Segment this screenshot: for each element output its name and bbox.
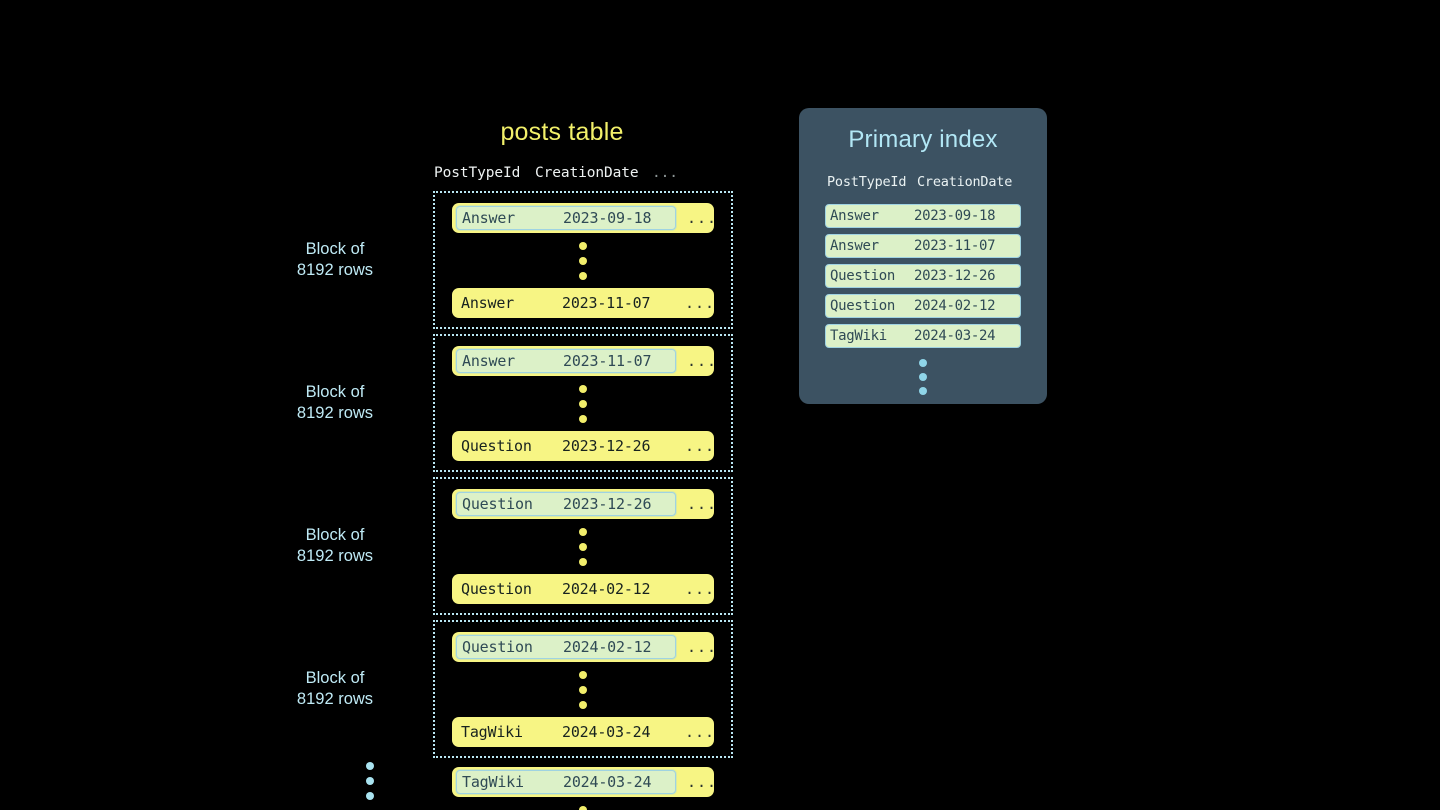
index-entry: Answer 2023-11-07: [825, 234, 1021, 258]
cell-creationdate: 2024-02-12: [562, 580, 651, 598]
cell-creationdate: 2024-03-24: [562, 723, 651, 741]
cell-ellipsis: ...: [685, 294, 716, 312]
row-mark-box: TagWiki 2024-03-24: [456, 770, 676, 794]
cell-posttypeid: Answer: [462, 209, 515, 227]
cell-creationdate: 2023-11-07: [562, 294, 651, 312]
cell-creationdate: 2023-09-18: [914, 208, 996, 224]
block-label: Block of 8192 rows: [296, 240, 374, 279]
cell-creationdate: 2023-09-18: [563, 209, 652, 227]
block-label: Block of 8192 rows: [296, 526, 374, 565]
cell-ellipsis: ...: [687, 638, 718, 656]
vertical-ellipsis-icon: [799, 359, 1047, 395]
table-row: Question 2024-02-12 ...: [452, 632, 718, 662]
cell-ellipsis: ...: [685, 437, 716, 455]
cell-posttypeid: Answer: [830, 208, 879, 224]
vertical-ellipsis-icon: [579, 376, 587, 431]
column-header-ellipsis: ...: [652, 165, 678, 181]
data-block: Block of 8192 rows Question 2024-02-12 .…: [297, 620, 733, 758]
row-mark-box: Answer 2023-11-07: [456, 349, 676, 373]
cell-posttypeid: Question: [461, 437, 532, 455]
data-block: Block of 8192 rows Answer 2023-11-07 ...…: [297, 334, 733, 472]
index-entry: Question 2023-12-26: [825, 264, 1021, 288]
posts-table-title: posts table: [500, 118, 624, 146]
cell-ellipsis: ...: [687, 495, 718, 513]
table-row: Question 2024-02-12 ...: [452, 574, 714, 604]
cell-posttypeid: Answer: [830, 238, 879, 254]
cell-creationdate: 2023-12-26: [914, 268, 996, 284]
cell-creationdate: 2024-02-12: [563, 638, 652, 656]
vertical-ellipsis-icon: [579, 233, 587, 288]
cell-creationdate: 2023-12-26: [562, 437, 651, 455]
cell-ellipsis: ...: [685, 580, 716, 598]
cell-ellipsis: ...: [687, 773, 718, 791]
more-blocks-ellipsis-wrap: [366, 753, 374, 808]
row-mark-box: Question 2023-12-26: [456, 492, 676, 516]
vertical-ellipsis-icon: [366, 753, 374, 808]
cell-ellipsis: ...: [685, 723, 716, 741]
cell-creationdate: 2023-12-26: [563, 495, 652, 513]
table-row-tail: TagWiki 2024-03-24 ...: [433, 758, 733, 797]
vertical-ellipsis-icon: [579, 797, 587, 810]
column-header-creationdate: CreationDate: [917, 174, 1013, 190]
table-row: Question 2023-12-26 ...: [452, 431, 714, 461]
vertical-ellipsis-icon: [579, 519, 587, 574]
table-row: Answer 2023-11-07 ...: [452, 346, 718, 376]
cell-creationdate: 2023-11-07: [563, 352, 652, 370]
cell-ellipsis: ...: [687, 209, 718, 227]
posts-table-panel: posts table PostTypeId CreationDate ... …: [297, 118, 770, 810]
row-cells: Question 2023-12-26: [456, 434, 674, 458]
data-block: Block of 8192 rows Answer 2023-09-18 ...…: [297, 191, 733, 329]
row-mark-box: Answer 2023-09-18: [456, 206, 676, 230]
table-row: Answer 2023-11-07 ...: [452, 288, 714, 318]
cell-posttypeid: Question: [462, 638, 533, 656]
row-cells: Answer 2023-11-07: [456, 291, 674, 315]
posts-table-blocks: Block of 8192 rows Answer 2023-09-18 ...…: [297, 191, 770, 810]
cell-creationdate: 2023-11-07: [914, 238, 996, 254]
cell-posttypeid: TagWiki: [830, 328, 887, 344]
row-cells: TagWiki 2024-03-24: [456, 720, 674, 744]
primary-index-panel: Primary index PostTypeId CreationDate An…: [799, 108, 1047, 404]
block-label: Block of 8192 rows: [296, 383, 374, 422]
primary-index-entries: Answer 2023-09-18 Answer 2023-11-07 Ques…: [825, 204, 1021, 348]
cell-posttypeid: TagWiki: [461, 723, 523, 741]
cell-creationdate: 2024-03-24: [563, 773, 652, 791]
data-block: Block of 8192 rows Question 2023-12-26 .…: [297, 477, 733, 615]
row-cells: Question 2024-02-12: [456, 577, 674, 601]
primary-index-title: Primary index: [848, 126, 998, 153]
table-tail-ellipsis-wrap: [433, 797, 733, 810]
cell-posttypeid: Question: [830, 298, 896, 314]
column-header-creationdate: CreationDate: [535, 165, 639, 181]
table-row: Question 2023-12-26 ...: [452, 489, 718, 519]
cell-posttypeid: Question: [461, 580, 532, 598]
column-header-posttypeid: PostTypeId: [827, 174, 907, 190]
vertical-ellipsis-icon: [579, 662, 587, 717]
block-label: Block of 8192 rows: [296, 669, 374, 708]
cell-creationdate: 2024-02-12: [914, 298, 996, 314]
table-row: TagWiki 2024-03-24 ...: [452, 717, 714, 747]
table-row: TagWiki 2024-03-24 ...: [452, 767, 718, 797]
primary-index-column-headers: PostTypeId CreationDate: [825, 174, 1021, 190]
index-entry: Question 2024-02-12: [825, 294, 1021, 318]
cell-ellipsis: ...: [687, 352, 718, 370]
index-entry: TagWiki 2024-03-24: [825, 324, 1021, 348]
cell-posttypeid: TagWiki: [462, 773, 524, 791]
cell-posttypeid: Answer: [462, 352, 515, 370]
table-row: Answer 2023-09-18 ...: [452, 203, 718, 233]
cell-creationdate: 2024-03-24: [914, 328, 996, 344]
cell-posttypeid: Answer: [461, 294, 514, 312]
posts-table-column-headers: PostTypeId CreationDate ...: [431, 165, 693, 181]
row-mark-box: Question 2024-02-12: [456, 635, 676, 659]
cell-posttypeid: Question: [462, 495, 533, 513]
index-entry: Answer 2023-09-18: [825, 204, 1021, 228]
cell-posttypeid: Question: [830, 268, 896, 284]
column-header-posttypeid: PostTypeId: [434, 165, 521, 181]
